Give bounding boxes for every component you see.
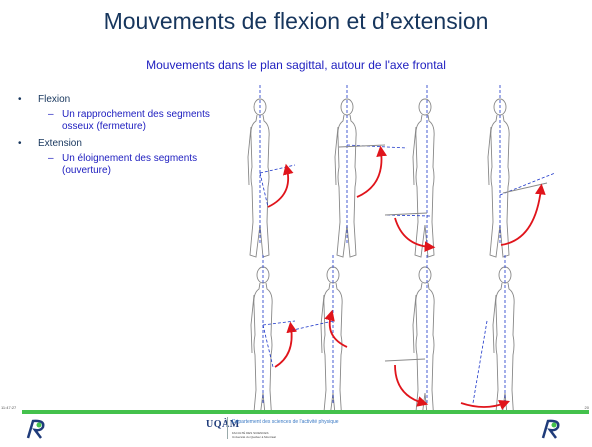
- figure-hip-flexion: [487, 85, 556, 258]
- bullet-list: • Flexion – Un rapprochement des segment…: [12, 93, 242, 181]
- sub-bullet-extension-text: Un éloignement des segments (ouverture): [62, 153, 198, 176]
- department-name: Département des sciences de l'activité p…: [232, 419, 339, 425]
- figure-hip-extension: [292, 255, 348, 410]
- slide-title: Mouvements de flexion et d’extension: [103, 8, 489, 34]
- uqam-logo: UQÀM: [206, 419, 240, 430]
- bullet-extension: • Extension: [12, 137, 242, 150]
- figure-ankle-hip-extension: [460, 255, 515, 410]
- slide-subtitle: Mouvements dans le plan sagittal, autour…: [146, 58, 446, 72]
- figure-knee-flexion: [384, 85, 436, 258]
- page-number: 20: [584, 405, 589, 410]
- footer-separator: [227, 417, 228, 439]
- figure-knee-extension: [384, 255, 435, 410]
- stylized-r-logo-icon: [26, 419, 45, 439]
- sub-bullet-dash: –: [48, 153, 54, 164]
- sub-bullet-dash: –: [48, 109, 54, 120]
- footer-bar: [22, 410, 589, 414]
- figure-shoulder-hyperextension: [250, 255, 298, 410]
- faculty-label: FACULTÉ DES SCIENCES: [232, 431, 269, 435]
- figure-shoulder-extension: [247, 85, 296, 258]
- flexion-extension-figures: [247, 85, 556, 410]
- slide-timestamp: 11:47:27: [1, 405, 17, 410]
- sub-bullet-flexion-text: Un rapprochement des segments osseux (fe…: [62, 109, 210, 132]
- bullet-dot: •: [18, 138, 22, 149]
- university-full-name: Université du Québec à Montréal: [232, 435, 276, 439]
- sub-bullet-extension: – Un éloignement des segments (ouverture…: [12, 153, 227, 177]
- bullet-flexion-label: Flexion: [38, 94, 71, 105]
- stylized-r-logo-icon: [541, 419, 560, 439]
- faculty-name: FACULTÉ DES SCIENCES Université du Québe…: [232, 431, 276, 439]
- bullet-dot: •: [18, 94, 22, 105]
- bullet-flexion: • Flexion: [12, 93, 242, 106]
- sub-bullet-flexion: – Un rapprochement des segments osseux (…: [12, 109, 227, 133]
- figure-shoulder-flexion: [334, 85, 408, 258]
- bullet-extension-label: Extension: [38, 138, 82, 149]
